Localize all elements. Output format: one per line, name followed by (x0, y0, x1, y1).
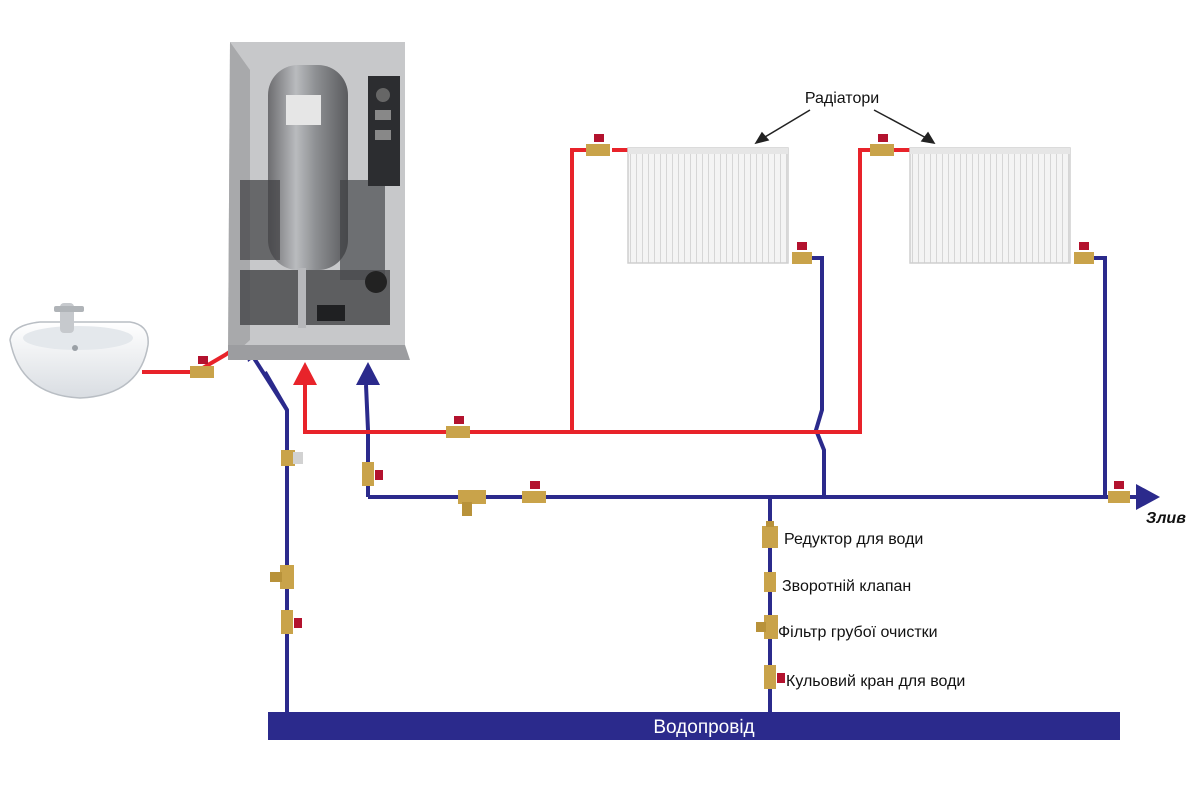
arrow-up-icon (293, 362, 317, 385)
filter-icon (270, 565, 294, 589)
reducer-icon (762, 521, 778, 548)
ball-valve-icon (764, 665, 785, 689)
cold-inlet-pipe-1 (250, 353, 289, 412)
arrow-up-icon (356, 362, 380, 385)
ball-valve-icon (190, 356, 214, 378)
ball-valve-icon (362, 462, 383, 486)
ball-valve-icon (586, 134, 610, 156)
check-valve-label: Зворотній клапан (782, 578, 911, 595)
cold-pipe-radiator-2 (1085, 256, 1107, 497)
safety-valve-icon (281, 450, 303, 466)
cold-pipe-left (263, 370, 289, 712)
water-main-label: Водопровід (653, 717, 754, 738)
ball-valve-label: Кульовий кран для води (786, 673, 965, 690)
radiator-pointer-arrows (754, 109, 936, 145)
radiator-icon (909, 147, 1071, 264)
ball-valve-icon (1108, 481, 1130, 503)
ball-valve-icon (446, 416, 470, 438)
sink-icon (9, 303, 149, 399)
cold-pipe-radiator-1 (803, 256, 826, 497)
ball-valve-icon (792, 242, 812, 264)
hot-pipe-radiator-1 (570, 148, 598, 432)
water-main: Водопровід (268, 712, 1120, 740)
coarse-filter-label: Фільтр грубої очистки (778, 624, 938, 641)
ball-valve-icon (522, 481, 546, 503)
filter-icon (458, 490, 486, 516)
ball-valve-icon (281, 610, 302, 634)
ball-valve-icon (1074, 242, 1094, 264)
radiators-label: Радіатори (805, 90, 879, 107)
drain-label: Злив (1146, 510, 1186, 527)
boiler-icon (228, 42, 410, 360)
reducer-label: Редуктор для води (784, 531, 923, 548)
radiator-icon (627, 147, 789, 264)
drain-arrow-icon (1136, 484, 1160, 510)
filter-icon (756, 615, 778, 639)
hot-pipe-main (303, 148, 880, 434)
check-valve-icon (764, 572, 776, 592)
ball-valve-icon (870, 134, 894, 156)
